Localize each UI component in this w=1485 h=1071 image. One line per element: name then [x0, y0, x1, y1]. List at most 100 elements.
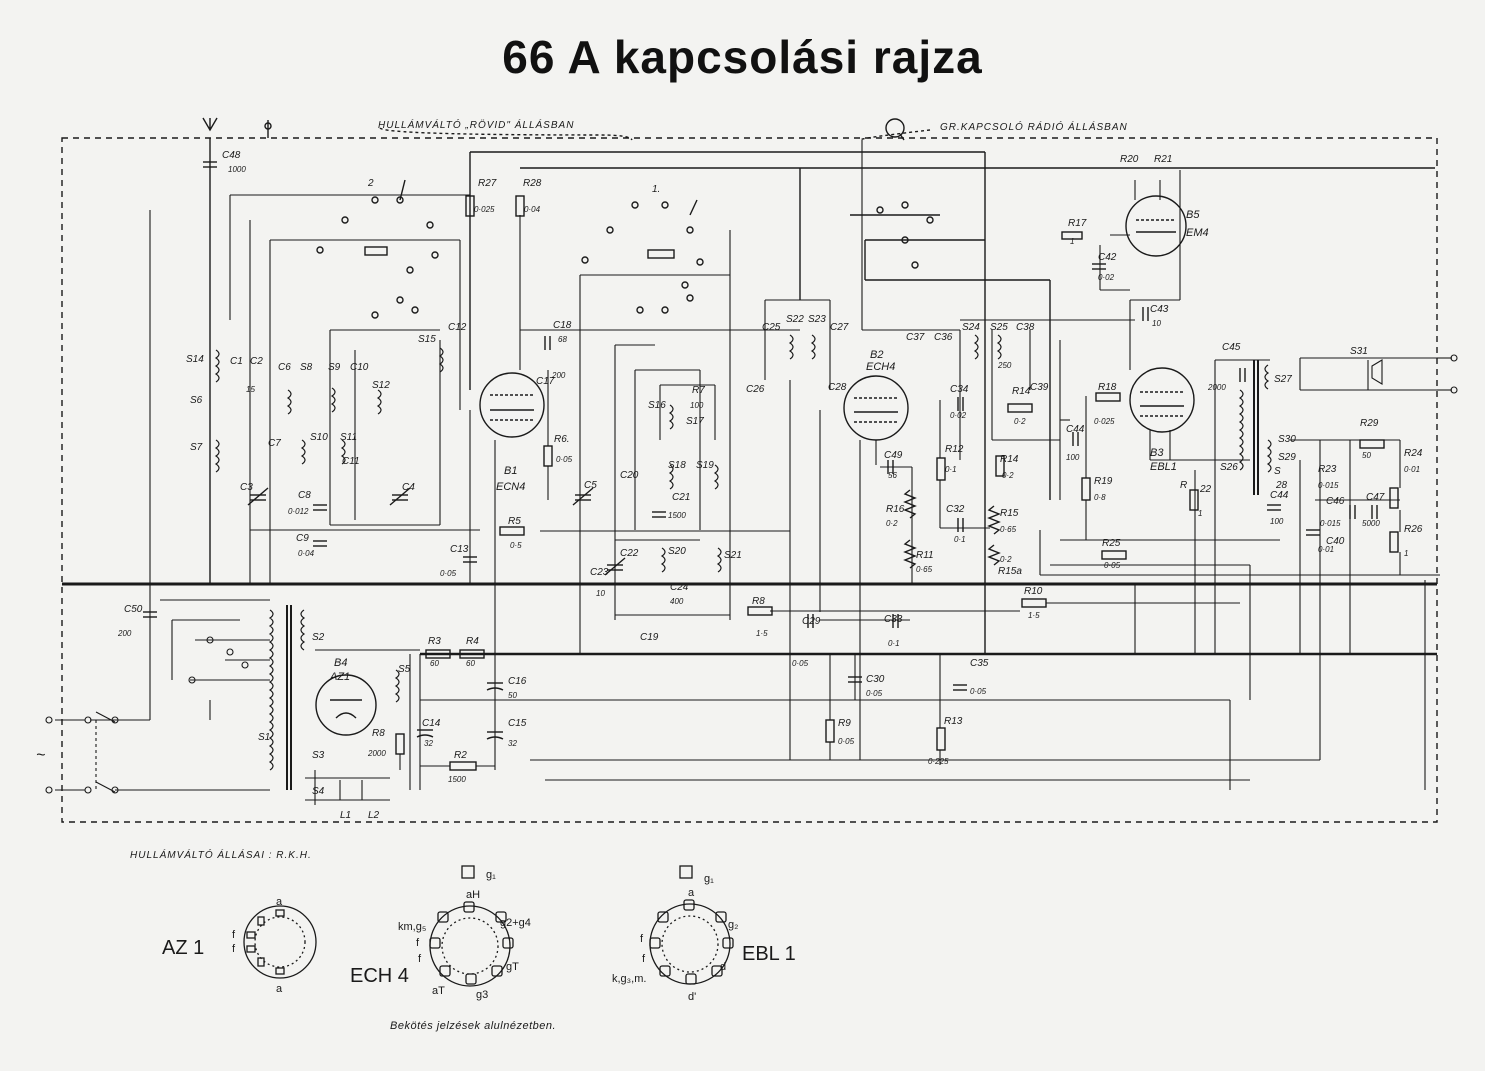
svg-text:0·65: 0·65	[916, 565, 933, 574]
note-power-switch: GR.KAPCSOLÓ RÁDIÓ ÁLLÁSBAN	[940, 120, 1128, 133]
svg-text:S27: S27	[1274, 374, 1292, 385]
svg-text:S12: S12	[372, 380, 390, 391]
note-switch-positions: HULLÁMVÁLTÓ ÁLLÁSAI : R.K.H.	[130, 848, 312, 861]
svg-text:C4: C4	[402, 482, 415, 493]
svg-text:100: 100	[1066, 453, 1080, 462]
svg-text:R8: R8	[372, 728, 385, 739]
svg-text:S29: S29	[1278, 452, 1296, 463]
svg-text:R17: R17	[1068, 218, 1087, 229]
svg-text:C35: C35	[970, 658, 989, 669]
svg-text:C49: C49	[884, 450, 903, 461]
svg-text:~: ~	[36, 747, 45, 764]
svg-text:km,g₅: km,g₅	[398, 921, 426, 933]
svg-text:S1: S1	[258, 732, 270, 743]
svg-text:a: a	[276, 983, 283, 995]
svg-text:C30: C30	[866, 674, 885, 685]
svg-text:0·1: 0·1	[888, 639, 900, 648]
svg-text:S4: S4	[312, 786, 325, 797]
svg-text:S5: S5	[398, 664, 411, 675]
svg-text:R25: R25	[1102, 538, 1121, 549]
svg-text:0·05: 0·05	[866, 689, 883, 698]
svg-text:f: f	[416, 937, 420, 949]
svg-text:S22: S22	[786, 314, 804, 325]
svg-text:C18: C18	[553, 320, 572, 331]
svg-text:S11: S11	[340, 432, 357, 443]
svg-text:1: 1	[1070, 237, 1074, 246]
svg-text:R7: R7	[692, 385, 705, 396]
tube-b4	[315, 674, 377, 736]
svg-text:0·025: 0·025	[474, 205, 495, 214]
svg-text:f: f	[640, 933, 644, 945]
svg-text:C9: C9	[296, 533, 309, 544]
svg-text:1: 1	[1404, 549, 1408, 558]
svg-text:S20: S20	[668, 546, 686, 557]
svg-text:0·015: 0·015	[1320, 519, 1341, 528]
svg-text:f: f	[232, 943, 236, 955]
svg-text:100: 100	[1270, 517, 1284, 526]
svg-text:C16: C16	[508, 676, 527, 687]
svg-text:B5: B5	[1186, 209, 1200, 221]
svg-text:0·012: 0·012	[288, 507, 309, 516]
svg-text:ECH4: ECH4	[866, 361, 895, 373]
svg-text:60: 60	[466, 659, 475, 668]
svg-text:R29: R29	[1360, 418, 1379, 429]
svg-text:S10: S10	[310, 432, 328, 443]
svg-text:0·04: 0·04	[298, 549, 315, 558]
svg-text:C19: C19	[640, 632, 659, 643]
svg-text:S21: S21	[724, 550, 742, 561]
socket-ech4-title: ECH 4	[350, 965, 409, 987]
svg-text:R27: R27	[478, 178, 497, 189]
svg-text:0·225: 0·225	[928, 757, 949, 766]
svg-text:0·2: 0·2	[1000, 555, 1012, 564]
svg-text:S7: S7	[190, 442, 203, 453]
svg-text:0·1: 0·1	[954, 535, 966, 544]
svg-text:10: 10	[596, 589, 605, 598]
svg-text:0·65: 0·65	[1000, 525, 1017, 534]
svg-text:g₁: g₁	[486, 869, 496, 881]
svg-text:56: 56	[888, 471, 897, 480]
svg-text:C14: C14	[422, 718, 441, 729]
svg-text:a: a	[688, 887, 695, 899]
svg-text:250: 250	[997, 361, 1012, 370]
svg-text:f: f	[418, 953, 422, 965]
svg-text:28: 28	[1275, 480, 1288, 491]
svg-text:S9: S9	[328, 362, 341, 373]
svg-text:g3: g3	[476, 989, 488, 1001]
svg-text:g₂: g₂	[728, 919, 738, 931]
svg-text:0·02: 0·02	[1098, 273, 1115, 282]
svg-text:C32: C32	[946, 504, 965, 515]
svg-text:g₁: g₁	[704, 873, 714, 885]
svg-text:R10: R10	[1024, 586, 1043, 597]
svg-text:0·05: 0·05	[1104, 561, 1121, 570]
svg-text:C42: C42	[1098, 252, 1117, 263]
svg-text:k,g₃,m.: k,g₃,m.	[612, 973, 646, 985]
svg-text:2000: 2000	[367, 749, 386, 758]
socket-az1-title: AZ 1	[162, 937, 204, 959]
svg-text:R6.: R6.	[554, 434, 570, 445]
svg-text:C6: C6	[278, 362, 291, 373]
svg-text:R16: R16	[886, 504, 905, 515]
svg-text:50: 50	[1362, 451, 1371, 460]
svg-text:32: 32	[424, 739, 433, 748]
note-range-switch: HULLÁMVÁLTÓ „RÖVID" ÁLLÁSBAN	[378, 118, 574, 131]
svg-text:1000: 1000	[228, 165, 246, 174]
svg-text:C11: C11	[342, 456, 360, 467]
svg-text:S23: S23	[808, 314, 826, 325]
svg-text:C28: C28	[828, 382, 847, 393]
svg-text:R: R	[1180, 480, 1187, 491]
svg-text:C29: C29	[802, 616, 821, 627]
svg-text:S15: S15	[418, 334, 436, 345]
svg-text:S2: S2	[312, 632, 325, 643]
svg-text:C38: C38	[1016, 322, 1035, 333]
svg-text:C1: C1	[230, 356, 243, 367]
svg-text:C26: C26	[746, 384, 765, 395]
svg-text:100: 100	[690, 401, 704, 410]
svg-text:C3: C3	[240, 482, 253, 493]
chassis-border	[61, 137, 1438, 823]
svg-text:C22: C22	[620, 548, 639, 559]
svg-text:S: S	[1274, 466, 1281, 477]
svg-text:15: 15	[246, 385, 255, 394]
svg-text:C48: C48	[222, 150, 241, 161]
